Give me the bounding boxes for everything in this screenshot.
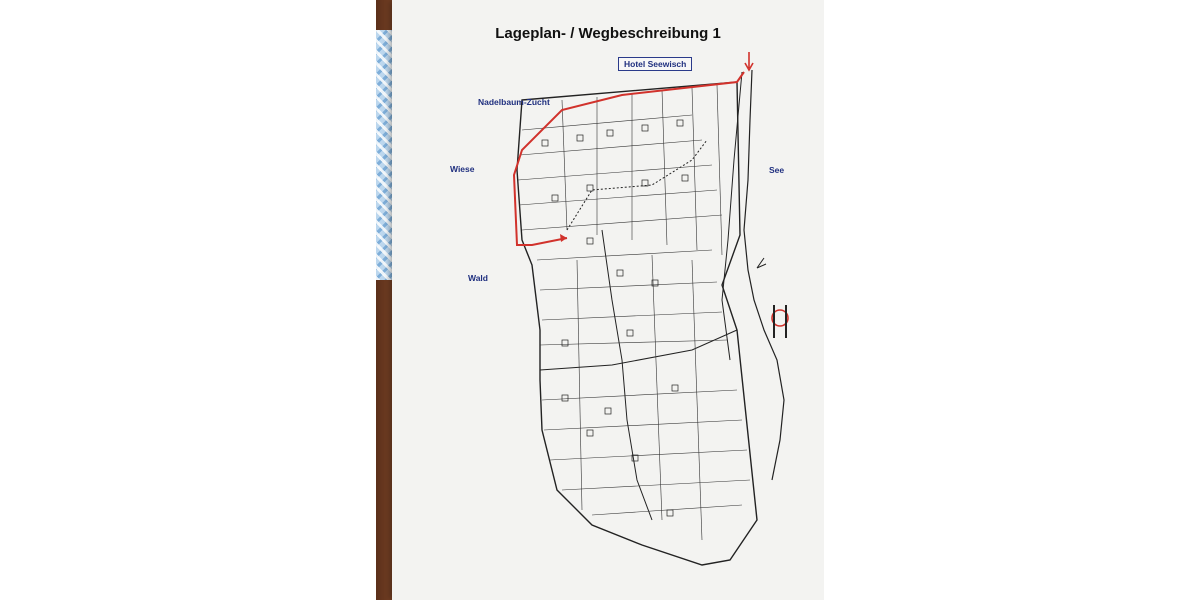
hotel-label: Hotel Seewisch	[618, 57, 693, 71]
area-label-wald: Wald	[468, 273, 488, 283]
jetty	[773, 305, 787, 338]
route-arrowhead	[560, 234, 567, 242]
paper-sheet: Lageplan- / Wegbeschreibung 1 Hotel Seew…	[392, 0, 824, 600]
red-route	[512, 71, 745, 246]
cross-road	[539, 329, 738, 371]
settlement-outline	[516, 81, 758, 566]
site-map[interactable]	[392, 0, 824, 600]
area-label-nadelbaum: Nadelbaum-Zucht	[478, 97, 550, 107]
plot-lines	[517, 84, 751, 541]
jetty-marker	[771, 309, 789, 327]
main-road	[601, 229, 653, 521]
lakeside-road	[721, 71, 743, 361]
lake-arrow-icon	[756, 257, 767, 269]
shoreline	[743, 69, 785, 481]
page-title: Lageplan- / Wegbeschreibung 1	[495, 25, 721, 42]
area-label-wiese: Wiese	[450, 164, 475, 174]
area-label-see: See	[769, 165, 785, 175]
route-entry-arrow	[744, 52, 754, 72]
photo: Lageplan- / Wegbeschreibung 1 Hotel Seew…	[376, 0, 824, 600]
house-markers	[541, 119, 689, 517]
